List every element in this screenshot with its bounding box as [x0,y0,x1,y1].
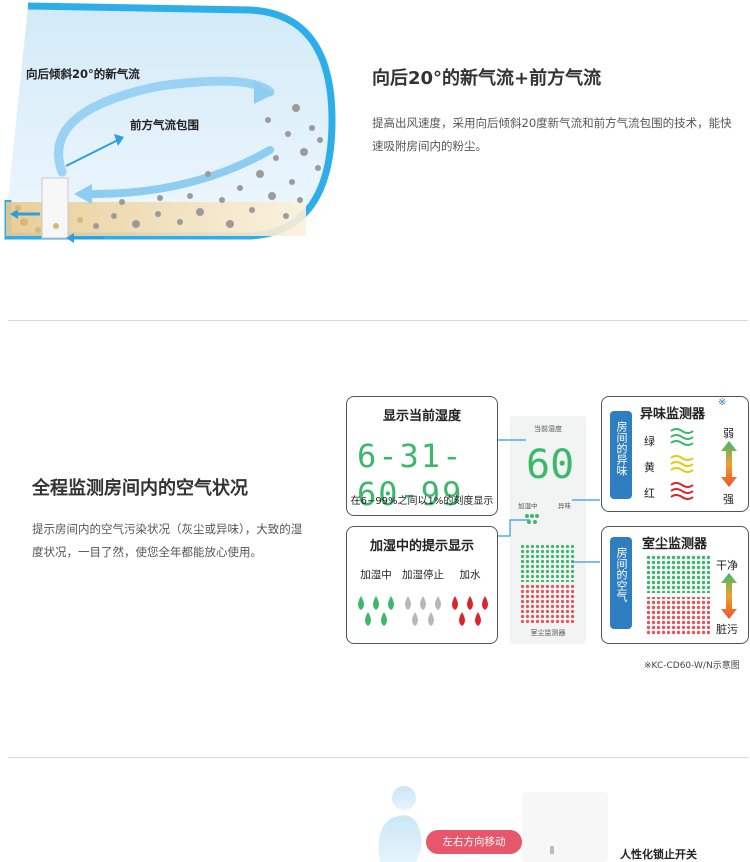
device-dust-dots [520,544,576,624]
monitor-description: 提示房间内的空气污染状况（灰尘或异味），大致的湿度状况，一目了然，使您全年都能放… [32,522,303,559]
airflow-section: 向后倾斜20°的新气流 前方气流包围 向后20°的新气流+前方气流 提高出风速度… [0,0,750,290]
purifier-control-panel: 当前湿度 60 加湿中 异味 室尘监测器 [510,416,586,644]
humidify-indicator-panel: 加湿中的提示显示 加湿中 加湿停止 加水 [346,526,498,644]
indicator-label: 加湿中 [360,569,392,581]
indicator-panel-title: 加湿中的提示显示 [369,539,474,554]
indicator-humidifying: 加湿中 [351,567,401,630]
connector-lines [498,439,600,563]
odor-wave-icons [670,428,694,500]
humidity-panel: 显示当前湿度 6-31-60-99 在6~99%之间以1%的刻度显示 [346,396,498,516]
device-drops-icon [525,514,539,524]
dust-monitor-panel: 房间的空气 室尘监测器 干净 脏污 [601,526,749,644]
odor-level-green: 绿 [644,435,655,448]
water-drops-icon [358,596,394,626]
movement-section [0,770,750,862]
odor-level-red: 红 [644,487,655,500]
front-airflow-label: 前方气流包围 [130,118,199,132]
odor-note-mark: ※ [718,397,727,408]
humidity-display: 6-31-60-99 [357,437,464,513]
dust-scale-arrow-icon [721,573,737,619]
odor-panel-title: 异味监测器 [640,407,706,422]
airflow-description: 提高出风速度，采用向后倾斜20度新气流和前方气流包围的技术，能快速吸附房间内的粉… [372,116,732,153]
backward-airflow-label: 向后倾斜20°的新气流 [26,67,140,81]
person-silhouette [378,786,422,862]
indicator-label: 加水 [459,569,481,581]
device-humidifying-label: 加湿中 [518,502,538,510]
odor-scale-arrow-icon [721,441,737,487]
odor-monitor-panel: 房间的异味 异味监测器 ※ 绿 黄 红 弱 强 [601,396,749,512]
dust-panel-title: 室尘监测器 [642,537,708,552]
purifier-unit [522,792,608,862]
odor-side-label: 房间的异味 [610,411,632,499]
water-drops-icon [452,596,488,626]
indicator-add-water: 加水 [445,567,495,630]
device-humidity-reading: 60 [526,442,575,488]
dust-side-label: 房间的空气 [610,537,632,629]
odor-strong-label: 强 [723,493,734,506]
model-footnote: ※KC-CD60-W/N示意图 [644,661,740,671]
section-divider [8,757,748,758]
dust-clean-label: 干净 [716,559,738,572]
airflow-diagram [4,2,336,243]
monitor-title: 全程监测房间内的空气状况 [32,478,248,499]
dust-density-dots [646,555,710,635]
left-right-move-badge: 左右方向移动 [426,830,522,854]
dust-dirty-label: 脏污 [716,623,738,636]
indicator-stopped: 加湿停止 [398,567,448,630]
device-odor-label: 异味 [558,502,571,510]
lock-switch-label: 人性化锁止开关 [620,848,697,861]
indicator-label: 加湿停止 [402,569,444,581]
device-dust-label: 室尘监测器 [530,629,566,637]
water-drops-icon [405,596,441,626]
odor-level-yellow: 黄 [644,461,655,474]
odor-weak-label: 弱 [723,427,734,440]
humidity-range-note: 在6~99%之间以1%的刻度显示 [350,496,494,507]
humidity-panel-title: 显示当前湿度 [382,409,461,424]
section-divider [8,320,748,321]
device-humidity-caption: 当前湿度 [534,425,562,433]
airflow-title: 向后20°的新气流+前方气流 [372,68,602,89]
